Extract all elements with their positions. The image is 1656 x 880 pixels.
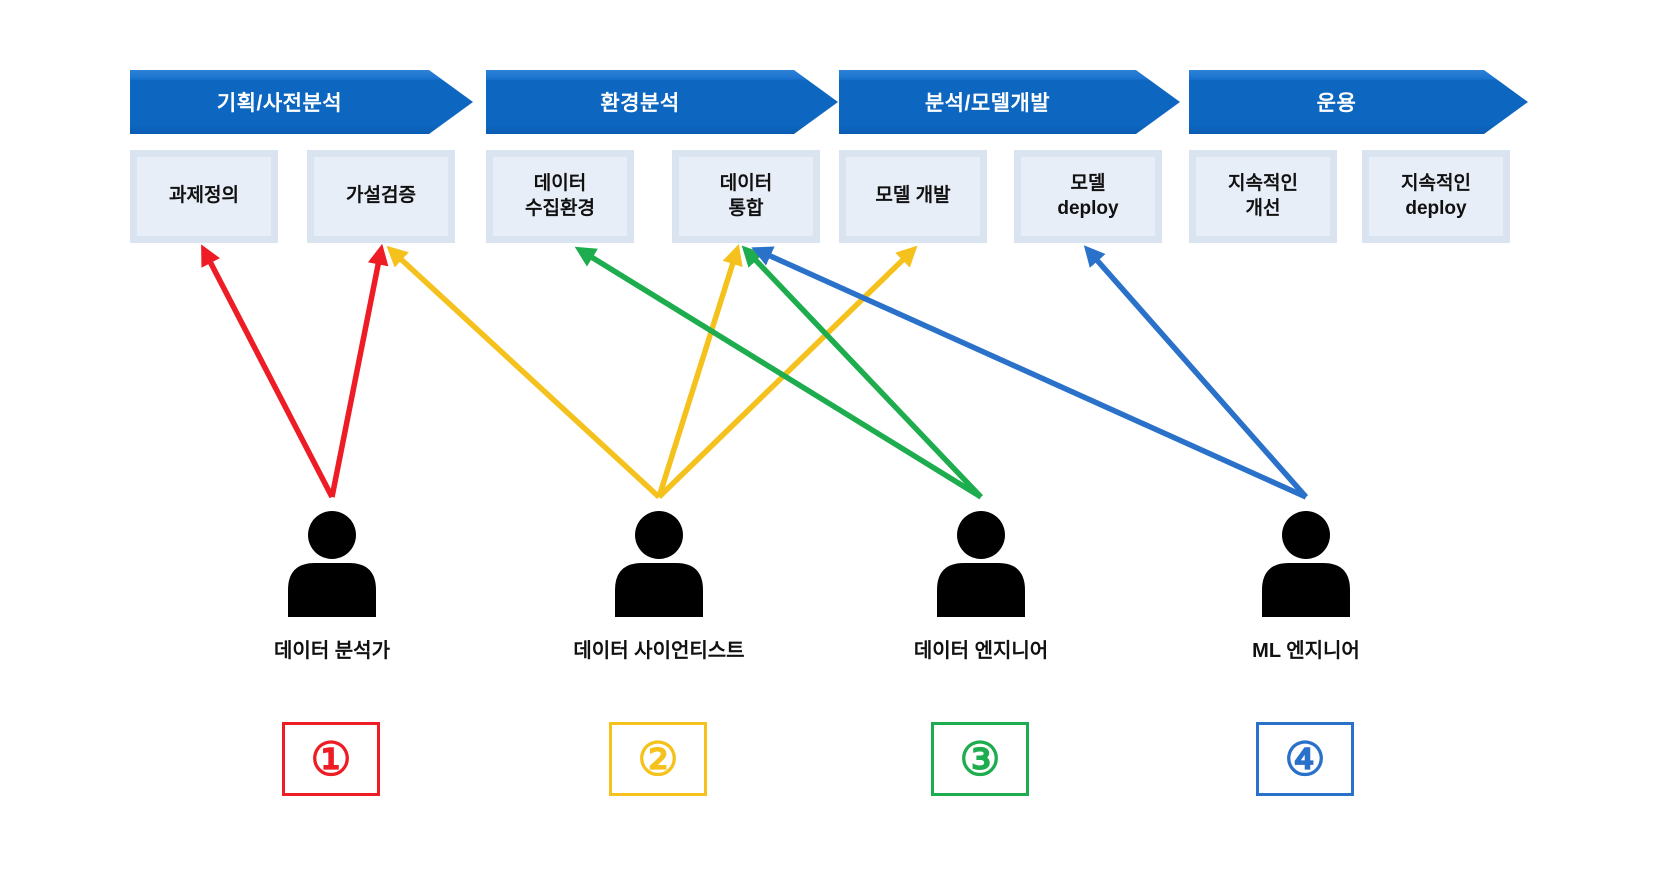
task-box-inner bbox=[1196, 157, 1330, 236]
task-label: 과제정의 bbox=[169, 185, 239, 207]
phase-header-planning: 기획/사전분석 bbox=[130, 70, 473, 134]
role-number-box: ④ bbox=[1256, 722, 1354, 796]
task-label: 가설검증 bbox=[346, 185, 416, 207]
role-number-box: ① bbox=[282, 722, 380, 796]
person-icon bbox=[615, 511, 703, 617]
role-number-box: ② bbox=[609, 722, 707, 796]
phase-label: 분석/모델개발 bbox=[924, 92, 1051, 115]
phase-header-operation: 운용 bbox=[1189, 70, 1528, 134]
person-icon bbox=[1262, 511, 1350, 617]
task-box-problem-definition: 과제정의 bbox=[130, 150, 278, 243]
task-label: 지속적인 개선 bbox=[1228, 172, 1298, 219]
role-label: 데이터 분석가 bbox=[274, 640, 390, 662]
role-label: ML 엔지니어 bbox=[1252, 640, 1360, 662]
role-number: ③ bbox=[959, 733, 1001, 785]
task-box-inner bbox=[314, 157, 448, 236]
phase-label: 운용 bbox=[1316, 92, 1357, 115]
task-box-continuous-deploy: 지속적인 deploy bbox=[1362, 150, 1510, 243]
task-label: 데이터 수집환경 bbox=[525, 172, 595, 219]
task-box-continuous-improvement: 지속적인 개선 bbox=[1189, 150, 1337, 243]
task-box-model-development: 모델 개발 bbox=[839, 150, 987, 243]
task-box-inner bbox=[1021, 157, 1155, 236]
person-icon bbox=[937, 511, 1025, 617]
task-box-inner bbox=[137, 157, 271, 236]
task-label: 모델 개발 bbox=[875, 185, 951, 207]
phase-header-environment-analysis: 환경분석 bbox=[486, 70, 838, 134]
task-box-model-deploy: 모델 deploy bbox=[1014, 150, 1162, 243]
role-number-box: ③ bbox=[931, 722, 1029, 796]
task-box-data-collection-env: 데이터 수집환경 bbox=[486, 150, 634, 243]
task-box-inner bbox=[493, 157, 627, 236]
phase-header-model-development: 분석/모델개발 bbox=[839, 70, 1180, 134]
task-box-inner bbox=[1369, 157, 1503, 236]
phase-label: 환경분석 bbox=[600, 92, 680, 115]
phase-label: 기획/사전분석 bbox=[216, 92, 343, 115]
task-label: 데이터 통합 bbox=[719, 172, 773, 219]
task-box-inner bbox=[679, 157, 813, 236]
role-label: 데이터 엔지니어 bbox=[913, 640, 1049, 662]
task-label: 지속적인 deploy bbox=[1401, 172, 1471, 219]
role-label: 데이터 사이언티스트 bbox=[573, 640, 745, 662]
role-number: ④ bbox=[1284, 733, 1326, 785]
task-label: 모델 deploy bbox=[1057, 172, 1119, 219]
task-box-hypothesis-validation: 가설검증 bbox=[307, 150, 455, 243]
task-box-data-integration: 데이터 통합 bbox=[672, 150, 820, 243]
task-box-inner bbox=[846, 157, 980, 236]
role-number: ① bbox=[310, 733, 352, 785]
person-icon bbox=[288, 511, 376, 617]
role-number: ② bbox=[637, 733, 679, 785]
